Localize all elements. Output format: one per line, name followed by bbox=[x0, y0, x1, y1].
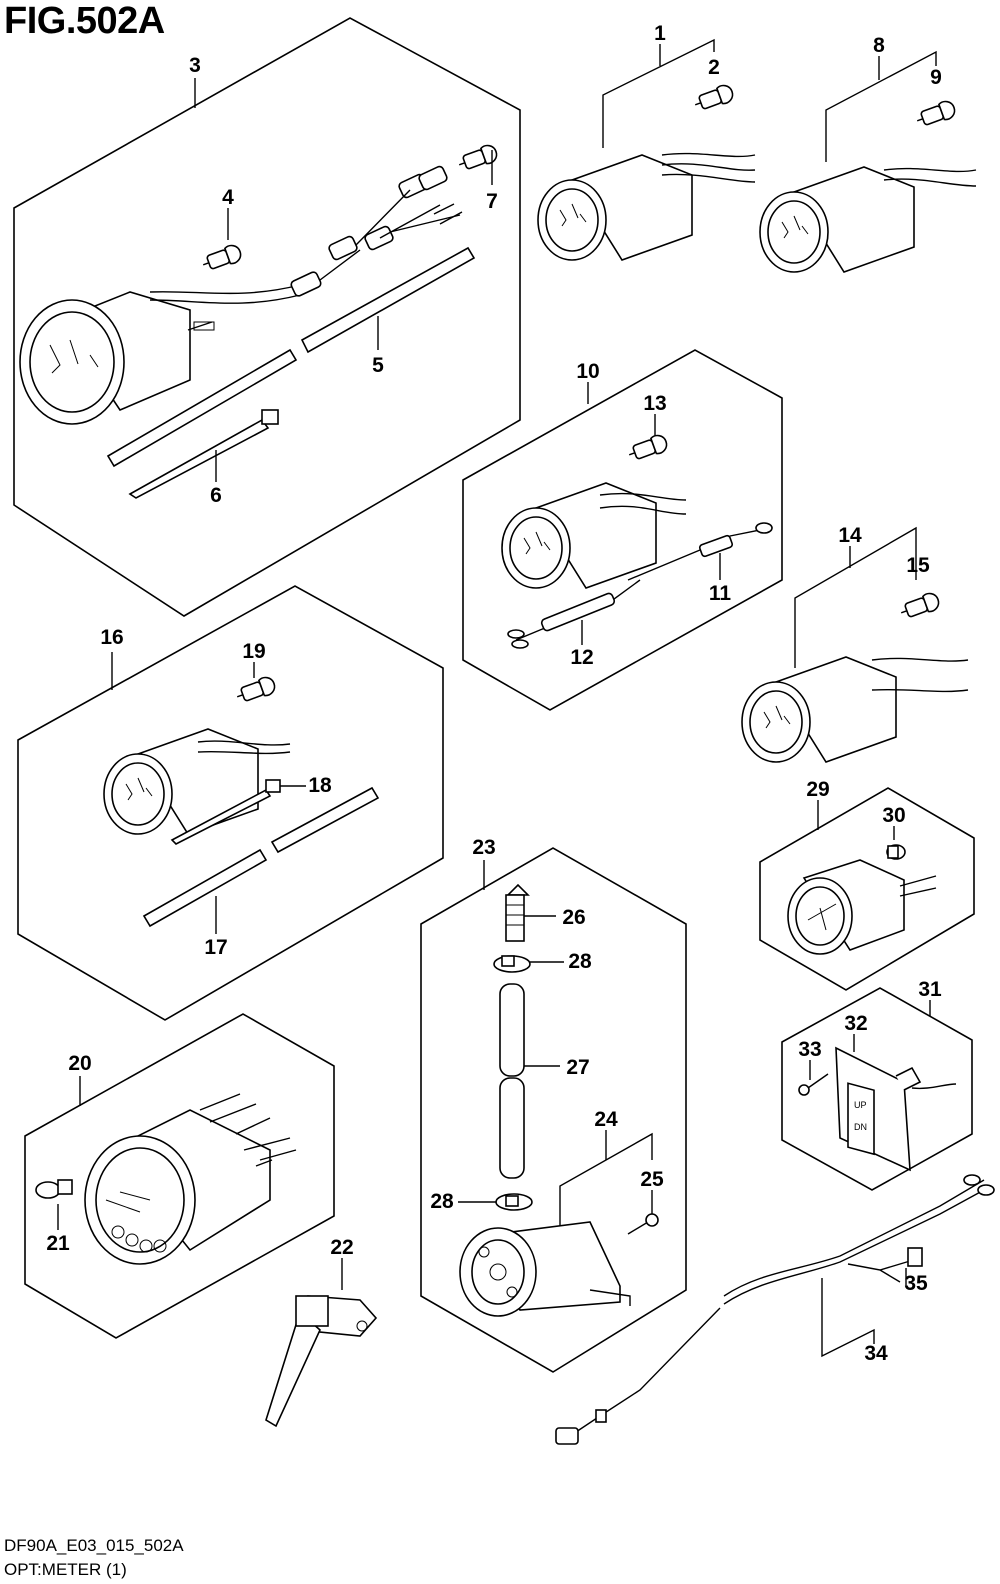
callout-17: 17 bbox=[204, 936, 227, 959]
callout-2: 2 bbox=[708, 56, 720, 79]
part-12-harness bbox=[507, 579, 641, 649]
part-24-pickup bbox=[459, 1221, 631, 1317]
assembly-1 bbox=[537, 38, 756, 261]
part-28-clamp-top bbox=[493, 955, 531, 973]
part-1-gauge bbox=[537, 154, 693, 261]
callout-32: 32 bbox=[844, 1012, 867, 1035]
part-14-gauge bbox=[741, 656, 897, 763]
switch-up-label: UP bbox=[854, 1100, 867, 1110]
callout-5: 5 bbox=[372, 354, 384, 377]
part-32-switch-panel bbox=[835, 1046, 957, 1172]
part-29-gauge bbox=[787, 859, 937, 955]
part-11-harness bbox=[627, 522, 773, 581]
part-4-bulb bbox=[199, 242, 244, 275]
switch-dn-label: DN bbox=[854, 1122, 867, 1132]
callout-3: 3 bbox=[189, 54, 201, 77]
callout-27: 27 bbox=[566, 1056, 589, 1079]
assembly-29 bbox=[759, 787, 975, 991]
drawing-caption: OPT:METER (1) bbox=[4, 1560, 127, 1579]
assembly-31: UP DN bbox=[781, 987, 973, 1191]
part-26-fitting bbox=[505, 883, 530, 942]
part-25-screw bbox=[627, 1213, 659, 1235]
assembly-20 bbox=[24, 1013, 335, 1339]
assembly-8 bbox=[759, 50, 977, 273]
callout-24: 24 bbox=[594, 1108, 618, 1131]
callout-20: 20 bbox=[68, 1052, 91, 1075]
assembly-16 bbox=[17, 585, 444, 1021]
part-16-gauge bbox=[103, 728, 259, 835]
assembly-23 bbox=[420, 847, 687, 1373]
assembly-16-frame bbox=[17, 585, 444, 1021]
callout-9: 9 bbox=[930, 66, 942, 89]
assembly-20-frame bbox=[24, 1013, 335, 1339]
callout-26: 26 bbox=[562, 906, 585, 929]
part-9-bulb bbox=[913, 98, 958, 131]
part-5-tube bbox=[106, 246, 476, 468]
callout-14: 14 bbox=[838, 524, 862, 547]
part-34-harness bbox=[555, 1174, 995, 1445]
part-27-hose bbox=[499, 983, 525, 1179]
part-2-bulb bbox=[691, 82, 736, 115]
callout-35: 35 bbox=[904, 1272, 928, 1295]
assembly-10 bbox=[462, 349, 783, 711]
part-3-connectors bbox=[290, 165, 463, 297]
callout-7: 7 bbox=[486, 190, 498, 213]
part-13-bulb bbox=[625, 432, 670, 465]
part-20-gauge bbox=[84, 1093, 297, 1265]
part-8-gauge bbox=[759, 166, 915, 273]
callout-19: 19 bbox=[242, 640, 265, 663]
callout-30: 30 bbox=[882, 804, 905, 827]
drawing-code: DF90A_E03_015_502A bbox=[4, 1536, 184, 1555]
callout-28-bottom: 28 bbox=[430, 1190, 454, 1213]
part-17-tube bbox=[142, 786, 380, 928]
part-18-cable-tie bbox=[170, 779, 306, 845]
part-10-gauge bbox=[501, 482, 657, 589]
part-19-bulb bbox=[233, 674, 278, 707]
callout-11: 11 bbox=[709, 582, 732, 605]
assembly-14 bbox=[741, 526, 969, 763]
assembly-10-frame bbox=[462, 349, 783, 711]
part-15-bulb bbox=[897, 590, 942, 623]
callout-29: 29 bbox=[806, 778, 829, 801]
callout-23: 23 bbox=[472, 836, 495, 859]
part-30-bulb bbox=[886, 844, 906, 860]
callout-1: 1 bbox=[654, 22, 666, 45]
callout-28-top: 28 bbox=[568, 950, 592, 973]
callout-33: 33 bbox=[798, 1038, 821, 1061]
callout-34: 34 bbox=[864, 1342, 888, 1365]
callout-13: 13 bbox=[643, 392, 666, 415]
part-21-bulb bbox=[35, 1179, 73, 1199]
callout-18: 18 bbox=[308, 774, 332, 797]
part-33-screw bbox=[798, 1073, 829, 1096]
part-28-clamp-bottom bbox=[495, 1193, 533, 1211]
part-22-sensor bbox=[265, 1258, 378, 1428]
callout-12: 12 bbox=[570, 646, 593, 669]
assembly-29-frame bbox=[759, 787, 975, 991]
part-3-gauge bbox=[19, 284, 301, 425]
callout-15: 15 bbox=[906, 554, 930, 577]
assembly-3 bbox=[13, 17, 521, 617]
callout-6: 6 bbox=[210, 484, 222, 507]
assembly-3-frame bbox=[13, 17, 521, 617]
assembly-23-frame bbox=[420, 847, 687, 1373]
callout-21: 21 bbox=[46, 1232, 70, 1255]
part-6-cable-tie bbox=[128, 409, 279, 499]
callout-10: 10 bbox=[576, 360, 599, 383]
assembly-31-frame bbox=[781, 987, 973, 1191]
callout-22: 22 bbox=[330, 1236, 353, 1259]
callout-25: 25 bbox=[640, 1168, 664, 1191]
callout-31: 31 bbox=[918, 978, 942, 1001]
callout-16: 16 bbox=[100, 626, 123, 649]
callout-4: 4 bbox=[222, 186, 234, 209]
callout-8: 8 bbox=[873, 34, 885, 57]
figure-title: FIG.502A bbox=[4, 0, 165, 42]
